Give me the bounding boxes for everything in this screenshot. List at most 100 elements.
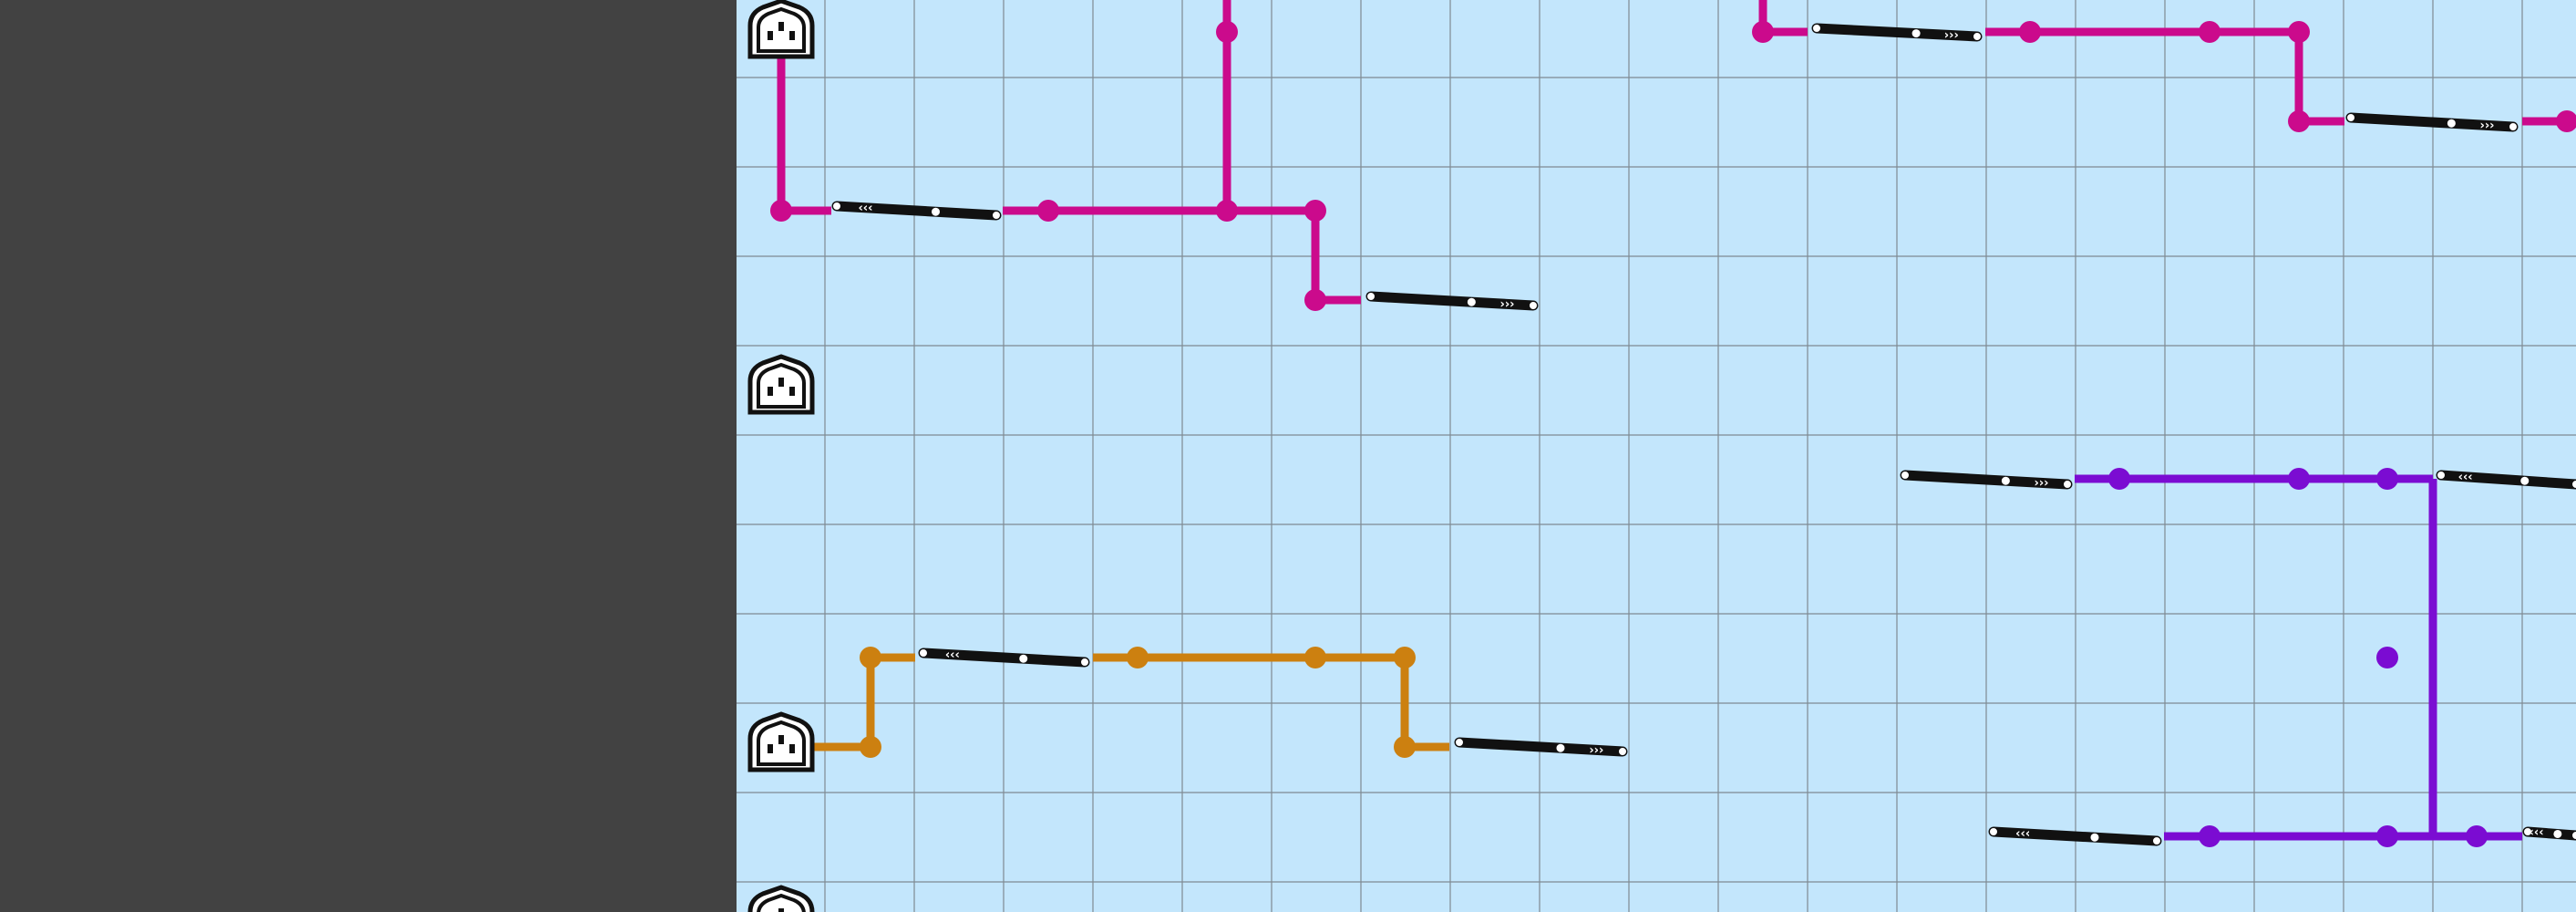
conveyor-arrow-left: ‹‹‹ <box>2458 471 2473 484</box>
pipe-joint-dot <box>2288 110 2310 132</box>
socket-pin <box>789 31 795 40</box>
conveyor-end-dot <box>2523 827 2532 836</box>
conveyor-belt-icon: ‹‹‹ <box>1988 826 2162 846</box>
socket-layer <box>747 0 815 912</box>
conveyor-mid-dot <box>1911 29 1921 38</box>
pipe-joint-dot <box>1127 647 1149 668</box>
pipe-joint-dot <box>2288 468 2310 490</box>
pipe-joint-dot <box>2466 825 2488 847</box>
socket-inner <box>757 893 806 912</box>
pipe-joint-dot <box>1037 200 1059 222</box>
conveyor-body <box>1454 737 1628 757</box>
conveyor-end-dot <box>2509 122 2518 131</box>
conveyor-end-dot <box>1529 301 1538 310</box>
conveyor-arrow-right: ››› <box>2034 476 2048 490</box>
conveyor-end-dot <box>992 211 1001 220</box>
magenta-pipe <box>1985 27 2344 126</box>
conveyor-mid-dot <box>1556 743 1565 752</box>
socket-pin <box>778 378 784 387</box>
power-socket-icon[interactable] <box>747 354 815 415</box>
conveyor-arrow-left: ‹‹‹ <box>2530 826 2544 840</box>
conveyor-body <box>1900 470 2073 490</box>
conveyor-body <box>918 648 1090 668</box>
conveyor-end-dot <box>1973 32 1982 41</box>
conveyor-belt-icon: ››› <box>1900 470 2073 490</box>
conveyor-mid-dot <box>2001 476 2010 485</box>
power-socket-icon[interactable] <box>747 711 815 772</box>
pipe-joint-dot <box>2376 468 2398 490</box>
pipe-joint-dot <box>1394 647 1416 668</box>
conveyor-mid-dot <box>1467 297 1476 306</box>
magenta-pipe <box>1311 211 1361 305</box>
conveyor-body <box>1811 23 1983 42</box>
conveyor-end-dot <box>1618 747 1627 756</box>
conveyor-arrow-right: ››› <box>1944 29 1959 43</box>
conveyor-belt-icon: ‹‹‹ <box>918 648 1090 668</box>
conveyor-end-dot <box>919 648 928 658</box>
orange-pipe <box>781 653 915 751</box>
conveyor-body <box>1988 826 2162 846</box>
conveyor-end-dot <box>2063 480 2072 489</box>
game-board[interactable]: ‹‹‹ ››› ››› ››› ››› ‹‹‹ ‹‹‹ ››› ‹‹‹ ‹‹‹ <box>737 0 2576 912</box>
conveyor-body <box>1365 291 1539 311</box>
pipe-joint-dot <box>1304 289 1326 311</box>
pipe-joint-dot <box>2376 825 2398 847</box>
pipes-layer <box>770 0 2576 847</box>
socket-pin <box>789 387 795 396</box>
side-panel <box>0 0 737 912</box>
pipe-joint-dot <box>770 200 792 222</box>
pipe-joint-dot <box>860 647 881 668</box>
conveyor-arrow-right: ››› <box>2479 119 2494 132</box>
conveyor-body <box>2436 470 2576 490</box>
conveyor-mid-dot <box>2520 476 2530 485</box>
conveyor-end-dot <box>832 202 841 211</box>
conveyor-arrow-left: ‹‹‹ <box>945 648 960 662</box>
conveyor-layer: ‹‹‹ ››› ››› ››› ››› ‹‹‹ ‹‹‹ ››› ‹‹‹ ‹‹‹ <box>831 23 2576 846</box>
conveyor-end-dot <box>2152 836 2161 845</box>
conveyor-arrow-right: ››› <box>1589 743 1603 757</box>
conveyor-arrow-left: ‹‹‹ <box>2015 827 2030 841</box>
socket-pin <box>768 387 773 396</box>
pipe-joint-dot <box>1216 200 1238 222</box>
pipe-joint-dot <box>1752 21 1774 43</box>
conveyor-end-dot <box>1366 292 1376 301</box>
socket-pin <box>778 22 784 31</box>
conveyor-body <box>2522 826 2576 841</box>
socket-pin <box>778 908 784 912</box>
conveyor-belt-icon: ‹‹‹ <box>2522 826 2576 841</box>
pipe-joint-dot <box>2556 110 2576 132</box>
socket-pin <box>789 744 795 753</box>
pipe-joint-dot <box>2199 21 2221 43</box>
conveyor-body <box>2345 112 2519 132</box>
conveyor-arrow-right: ››› <box>1499 297 1514 311</box>
pipe-joint-dot <box>2199 825 2221 847</box>
grid-lines <box>737 0 2576 912</box>
conveyor-belt-icon: ‹‹‹ <box>831 201 1002 221</box>
conveyor-belt-icon: ››› <box>1811 23 1983 43</box>
conveyor-end-dot <box>2346 113 2355 122</box>
pipe-joint-dot <box>860 736 881 758</box>
board-canvas[interactable]: ‹‹‹ ››› ››› ››› ››› ‹‹‹ ‹‹‹ ››› ‹‹‹ ‹‹‹ <box>737 0 2576 912</box>
conveyor-belt-icon: ››› <box>1454 737 1628 757</box>
conveyor-end-dot <box>2437 471 2446 480</box>
conveyor-end-dot <box>1455 738 1464 747</box>
conveyor-mid-dot <box>2090 833 2099 842</box>
conveyor-belt-icon: ‹‹‹ <box>2436 470 2576 490</box>
pipe-joint-dot <box>1394 736 1416 758</box>
conveyor-belt-icon: ››› <box>2345 112 2519 132</box>
pipe-joint-dot <box>2019 21 2041 43</box>
conveyor-end-dot <box>1812 24 1821 33</box>
conveyor-end-dot <box>2571 831 2576 840</box>
power-socket-icon[interactable] <box>747 885 815 912</box>
pipe-joint-dot <box>2108 468 2130 490</box>
orange-pipe <box>1093 653 1449 751</box>
socket-pin <box>768 744 773 753</box>
pipe-joint-dot <box>1304 200 1326 222</box>
pipe-joint-dot <box>2376 647 2398 668</box>
power-socket-icon[interactable] <box>747 0 815 59</box>
conveyor-mid-dot <box>2553 829 2562 838</box>
conveyor-body <box>831 201 1002 221</box>
pipe-joint-dot <box>1304 647 1326 668</box>
conveyor-end-dot <box>2571 480 2576 489</box>
pipe-joint-dot <box>2288 21 2310 43</box>
